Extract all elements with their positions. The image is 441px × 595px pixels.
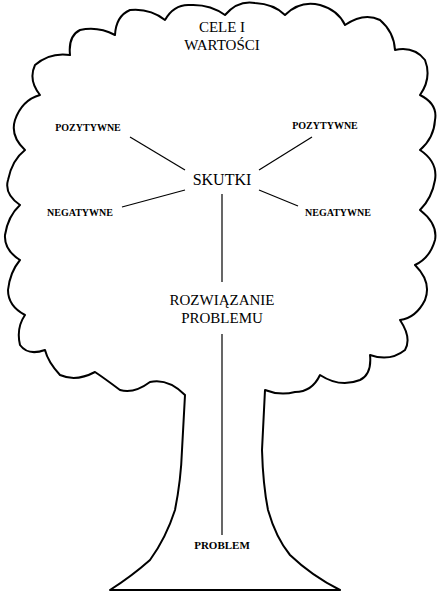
trunk-line — [221, 334, 222, 535]
trunk-line — [221, 194, 222, 282]
tree-outline — [5, 3, 435, 591]
effect-label: NEGATYWNE — [288, 207, 388, 219]
leader-lines — [122, 137, 312, 535]
leader-line — [259, 137, 312, 170]
problem-label: PROBLEM — [172, 539, 272, 552]
goal-label: CELE I WARTOŚCI — [162, 18, 282, 54]
effect-label: POZYTYWNE — [38, 122, 138, 134]
effects-heading: SKUTKI — [172, 170, 272, 189]
solution-label: ROZWIĄZANIE PROBLEMU — [157, 291, 287, 327]
leader-line — [130, 137, 185, 170]
leader-line — [122, 190, 185, 207]
leader-line — [259, 190, 298, 206]
effect-label: POZYTYWNE — [275, 120, 375, 132]
effect-label: NEGATYWNE — [30, 207, 130, 219]
